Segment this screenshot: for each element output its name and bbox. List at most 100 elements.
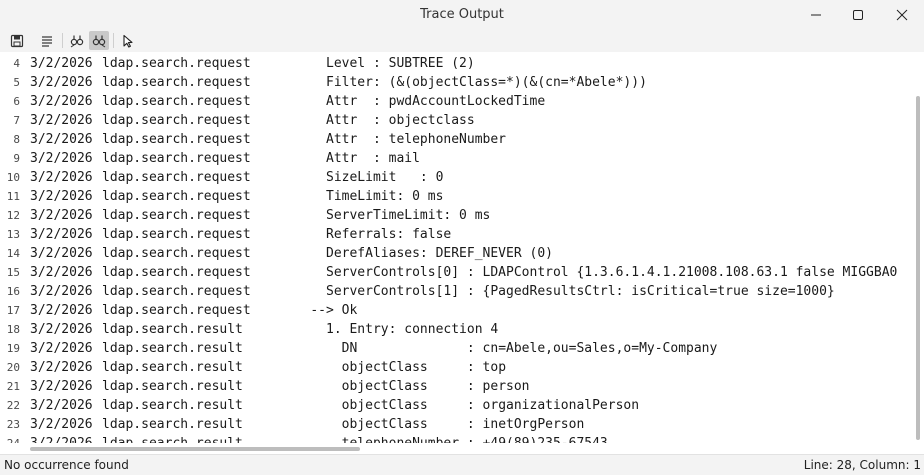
toolbar: [0, 30, 924, 52]
trace-line: 20 3/2/2026 ldap.search.result objectClass …: [0, 358, 920, 377]
vertical-scrollbar-thumb[interactable]: [916, 96, 920, 440]
vertical-scrollbar[interactable]: [913, 52, 924, 443]
line-number: 23: [6, 418, 20, 431]
trace-date: 3/2/2026: [30, 398, 93, 413]
trace-operation: ldap.search.request: [102, 227, 251, 242]
save-button[interactable]: [7, 31, 27, 50]
save-icon: [10, 34, 24, 47]
line-number: 10: [6, 171, 20, 184]
trace-operation: ldap.search.request: [102, 94, 251, 109]
trace-line: 12 3/2/2026 ldap.search.request ServerTimeL…: [0, 206, 920, 225]
line-number: 7: [13, 114, 20, 127]
trace-date: 3/2/2026: [30, 360, 93, 375]
trace-operation: ldap.search.result: [102, 360, 243, 375]
trace-operation: ldap.search.request: [102, 284, 251, 299]
trace-message: Attr : telephoneNumber: [326, 132, 507, 147]
line-number: 17: [6, 304, 20, 317]
line-number: 4: [13, 57, 20, 70]
line-number: 13: [6, 228, 20, 241]
trace-date: 3/2/2026: [30, 246, 93, 261]
trace-message: DN : cn=Abele,ou=Sales,o=My-Company: [341, 341, 718, 356]
maximize-button[interactable]: [836, 0, 880, 30]
trace-line: 10 3/2/2026 ldap.search.request SizeLimit :…: [0, 168, 920, 187]
trace-operation: ldap.search.request: [102, 56, 251, 71]
status-message: No occurrence found: [4, 458, 129, 472]
line-number: 18: [6, 323, 20, 336]
title-bar: Trace Output: [0, 0, 924, 30]
trace-message: DerefAliases: DEREF_NEVER (0): [326, 246, 553, 261]
trace-message: 1. Entry: connection 4: [326, 322, 499, 337]
trace-operation: ldap.search.result: [102, 322, 243, 337]
trace-operation: ldap.search.request: [102, 246, 251, 261]
cursor-position: Line: 28, Column: 1: [803, 458, 921, 472]
find-next-icon: [92, 35, 106, 47]
trace-message: SizeLimit : 0: [326, 170, 444, 185]
find-next-button[interactable]: [89, 31, 109, 50]
horizontal-scrollbar-thumb[interactable]: [30, 447, 360, 451]
trace-message: objectClass : top: [341, 360, 507, 375]
trace-operation: ldap.search.result: [102, 417, 243, 432]
line-number: 19: [6, 342, 20, 355]
line-number: 16: [6, 285, 20, 298]
trace-date: 3/2/2026: [30, 113, 93, 128]
trace-message: ServerTimeLimit: 0 ms: [326, 208, 491, 223]
word-wrap-icon: [42, 35, 52, 47]
status-bar: No occurrence found Line: 28, Column: 1: [0, 454, 924, 475]
window-title: Trace Output: [420, 7, 504, 22]
trace-date: 3/2/2026: [30, 94, 93, 109]
trace-operation: ldap.search.request: [102, 113, 251, 128]
trace-date: 3/2/2026: [30, 170, 93, 185]
minimize-button[interactable]: [794, 0, 838, 30]
horizontal-scrollbar[interactable]: [0, 443, 924, 454]
trace-date: 3/2/2026: [30, 417, 93, 432]
trace-date: 3/2/2026: [30, 284, 93, 299]
close-button[interactable]: [880, 0, 924, 30]
trace-date: 3/2/2026: [30, 75, 93, 90]
line-number: 15: [6, 266, 20, 279]
word-wrap-button[interactable]: [37, 31, 57, 50]
trace-message: --> Ok: [310, 303, 358, 318]
trace-operation: ldap.search.request: [102, 208, 251, 223]
line-number: 6: [13, 95, 20, 108]
minimize-icon: [811, 14, 821, 16]
trace-operation: ldap.search.request: [102, 151, 251, 166]
trace-message: ServerControls[1] : {PagedResultsCtrl: i…: [326, 284, 835, 299]
select-cursor-button[interactable]: [118, 31, 138, 50]
line-number: 12: [6, 209, 20, 222]
trace-message: TimeLimit: 0 ms: [326, 189, 444, 204]
toolbar-separator: [62, 33, 63, 48]
find-previous-icon: [70, 35, 84, 47]
trace-operation: ldap.search.result: [102, 341, 243, 356]
trace-message: Filter: (&(objectClass=*)(&(cn=*Abele*))…: [326, 75, 647, 90]
trace-operation: ldap.search.request: [102, 170, 251, 185]
trace-operation: ldap.search.request: [102, 189, 251, 204]
trace-message: Attr : pwdAccountLockedTime: [326, 94, 546, 109]
trace-date: 3/2/2026: [30, 189, 93, 204]
toolbar-separator: [113, 33, 114, 48]
trace-date: 3/2/2026: [30, 265, 93, 280]
trace-date: 3/2/2026: [30, 208, 93, 223]
trace-date: 3/2/2026: [30, 303, 93, 318]
trace-date: 3/2/2026: [30, 227, 93, 242]
trace-message: objectClass : organizationalPerson: [341, 398, 640, 413]
line-number: 21: [6, 380, 20, 393]
trace-operation: ldap.search.result: [102, 398, 243, 413]
trace-date: 3/2/2026: [30, 56, 93, 71]
find-previous-button[interactable]: [67, 31, 87, 50]
line-number: 20: [6, 361, 20, 374]
select-cursor-icon: [123, 34, 133, 48]
trace-operation: ldap.search.request: [102, 303, 251, 318]
line-number: 5: [13, 76, 20, 89]
trace-line: 6 3/2/2026 ldap.search.request Attr : pwdAc…: [0, 92, 920, 111]
